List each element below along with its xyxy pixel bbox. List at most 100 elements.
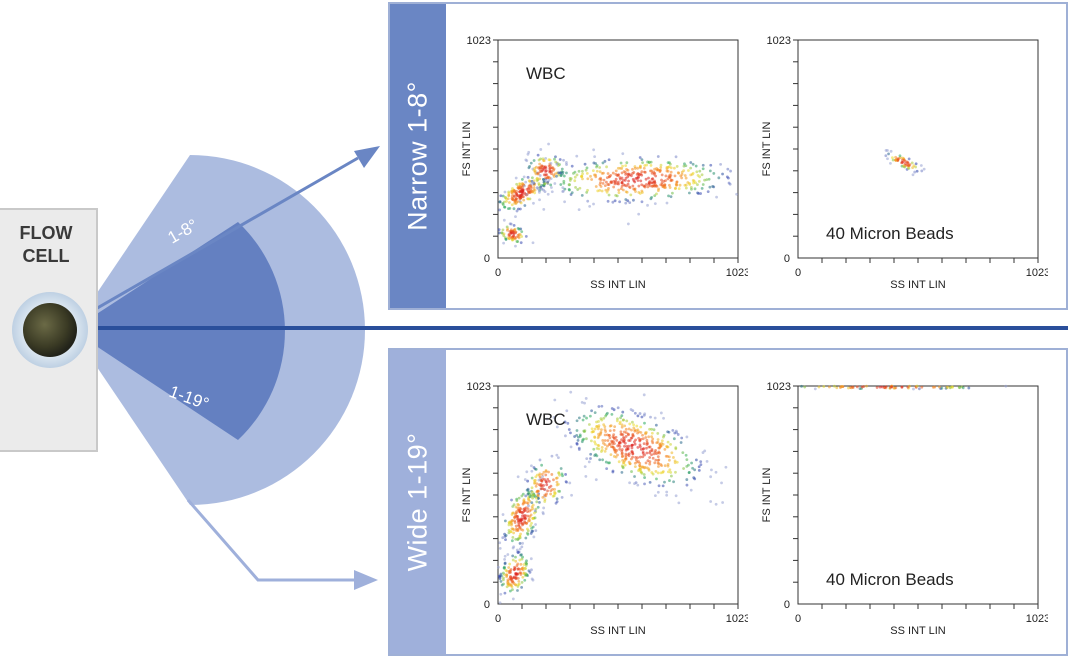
scatter-point [522,198,526,202]
scatter-point [521,566,525,570]
scatter-point [529,532,533,535]
scatter-point [920,169,924,173]
scatter-point [530,182,533,186]
scatter-point [503,554,507,558]
scatter-point [612,428,616,432]
scatter-point [560,167,564,171]
scatter-point [523,184,526,188]
scatter-point [589,452,593,456]
scatter-point [627,179,630,183]
x-min-label: 0 [495,613,501,625]
scatter-point [654,184,658,188]
scatter-point [555,162,559,166]
scatter-point [628,422,632,426]
scatter-point [510,203,514,207]
narrow-band-label: Narrow 1-8° [402,81,433,231]
scatter-point [517,207,520,211]
scatter-point [729,169,732,173]
scatter-point [637,175,640,179]
scatter-point [543,488,546,491]
scatter-point [552,175,556,178]
scatter-point [573,179,577,183]
scatter-point [593,411,597,415]
scatter-point [817,385,821,389]
scatter-point [626,182,630,186]
scatter-point [533,516,537,520]
scatter-point [512,511,515,515]
scatter-point [588,204,592,208]
scatter-point [527,190,531,194]
scatter-point [532,511,536,515]
scatter-point [509,589,512,593]
scatter-point [669,442,672,446]
scatter-point [638,443,642,447]
scatter-point [656,440,660,444]
scatter-point [703,449,707,453]
scatter-point [617,188,621,192]
scatter-point [601,181,605,185]
scatter-point [514,215,517,219]
scatter-point [511,554,515,558]
scatter-point [684,186,688,190]
scatter-point [605,411,609,415]
scatter-point [569,445,573,449]
scatter-point [498,208,502,212]
scatter-point [665,493,669,497]
scatter-point [649,164,653,167]
scatter-point [505,200,508,203]
scatter-point [524,561,528,565]
scatter-point [708,169,712,173]
scatter-point [604,430,608,433]
scatter-point [525,187,529,191]
scatter-point [625,419,629,423]
scatter-point [615,438,619,442]
x-min-label: 0 [795,267,801,279]
scatter-point [633,461,637,465]
y-min-label: 0 [484,599,490,611]
scatter-point [694,458,698,462]
scatter-point [690,461,693,465]
flow-cell-label: FLOW CELL [0,222,92,268]
scatter-point [611,200,615,204]
scatter-point [663,447,667,451]
scatter-point [657,187,660,191]
scatter-point [627,427,631,431]
scatter-point [554,155,557,159]
scatter-point [690,187,693,191]
scatter-point [651,437,655,441]
scatter-point [961,386,965,390]
scatter-point [618,200,622,204]
scatter-point [711,185,715,188]
scatter-point [593,155,597,159]
scatter-point [568,481,572,485]
scatter-point [502,578,505,582]
scatter-point [619,187,623,191]
scatter-point [631,455,634,459]
scatter-point [624,173,628,176]
y-min-label: 0 [484,253,490,265]
scatter-point [621,418,625,422]
scatter-point [620,425,624,429]
scatter-point [521,188,525,192]
scatter-point [528,570,532,574]
scatter-point [659,166,663,169]
scatter-point [624,431,628,435]
scatter-point [524,494,528,498]
scatter-point [647,467,651,471]
scatter-point [569,431,572,435]
scatter-point [534,475,538,479]
scatter-point [655,477,658,481]
scatter-point [546,180,549,184]
scatter-point [631,434,635,437]
scatter-point [590,427,594,431]
scatter-point [536,505,540,509]
scatter-point [588,414,592,418]
scatter-point [562,158,565,162]
scatter-point [543,500,547,503]
scatter-point [517,227,521,231]
scatter-point [610,440,614,444]
scatter-point [535,482,539,486]
scatter-point [576,188,580,191]
scatter-point [621,188,625,192]
scatter-point [641,437,645,441]
